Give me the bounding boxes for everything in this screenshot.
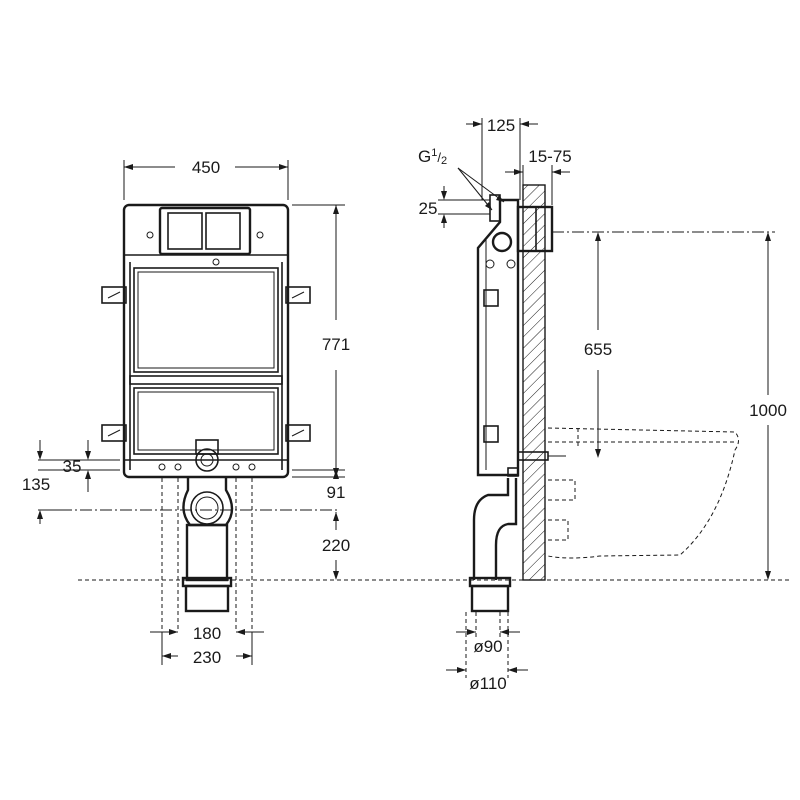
- wall-section: [522, 184, 546, 581]
- wall-brackets: [101, 286, 311, 442]
- dim-25-label: 25: [419, 199, 438, 218]
- flush-plate: [146, 206, 264, 266]
- toilet-bowl: [547, 427, 739, 559]
- dim-15-75: 15-75: [505, 147, 572, 205]
- dim-width-label: 450: [192, 158, 220, 177]
- thread-main: G: [418, 147, 431, 166]
- dim-655-label: 655: [584, 340, 612, 359]
- thread-label: G1/2: [418, 147, 447, 167]
- frame-side: [476, 194, 566, 477]
- dim-1000-label: 1000: [749, 401, 787, 420]
- dim-230-label: 230: [193, 648, 221, 667]
- dim-outlet: 91 220: [292, 469, 350, 580]
- thread-sup: 1: [431, 147, 437, 159]
- dim-height: 771: [292, 204, 350, 478]
- frame-outline: [122, 203, 290, 479]
- dim-110-label: ø110: [469, 674, 507, 693]
- thread-sub: 2: [441, 155, 447, 167]
- dim-thread: G1/2: [418, 147, 505, 211]
- side-view: 125 15-75 G1/2: [418, 116, 787, 693]
- dim-90-label: ø90: [473, 637, 502, 656]
- dim-15-75-label: 15-75: [528, 147, 571, 166]
- outlet-bend-side: [465, 478, 518, 678]
- dim-width: 450: [123, 158, 289, 200]
- dim-pipe-diameters: ø90 ø110: [446, 629, 528, 693]
- dim-pipe-spacing: 180 230: [150, 624, 264, 667]
- dim-135-label: 135: [22, 475, 50, 494]
- dim-220-label: 220: [322, 536, 350, 555]
- dim-655: 655: [552, 231, 775, 458]
- dim-35-label: 35: [63, 457, 82, 476]
- front-view: 450 771 35 135: [22, 158, 790, 667]
- dim-1000: 1000: [749, 232, 787, 580]
- dim-25: 25: [419, 186, 490, 228]
- dim-125-label: 125: [487, 116, 515, 135]
- dim-height-label: 771: [322, 335, 350, 354]
- dim-lower-offsets: 35 135: [22, 440, 120, 524]
- outlet-pipe: [40, 439, 340, 632]
- dim-91-label: 91: [327, 483, 346, 502]
- dim-180-label: 180: [193, 624, 221, 643]
